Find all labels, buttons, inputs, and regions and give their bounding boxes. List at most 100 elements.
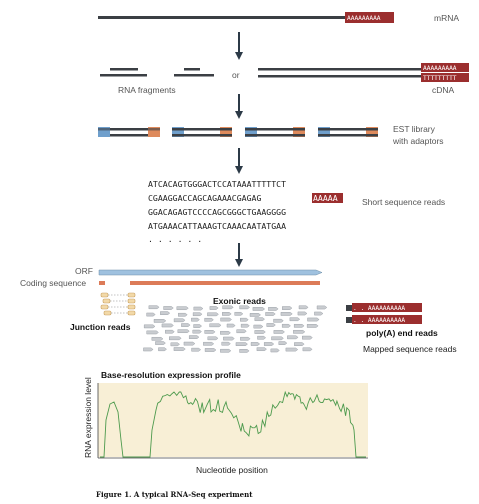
cdna-polyt-text: TTTTTTTTT — [423, 75, 457, 82]
polya-end-reads-label: poly(A) end reads — [366, 328, 438, 338]
sequence-line-3: GGACAGAGTCCCCAGCGGGCTGAAGGGG — [148, 207, 286, 217]
exonic-read — [220, 331, 231, 335]
est-fragment — [172, 127, 232, 137]
exonic-read — [280, 312, 293, 316]
exonic-read — [146, 330, 159, 335]
est-adaptors-label: with adaptors — [392, 136, 444, 146]
exonic-read — [193, 306, 204, 311]
exonic-read — [254, 317, 265, 321]
exonic-read — [170, 342, 180, 347]
exonic-read — [297, 311, 308, 316]
sequence-reads: ATCACAGTGGGACTCCATAAATTTTTCT CGAAGGACCAG… — [148, 179, 445, 244]
exonic-read — [183, 341, 196, 346]
exonic-read — [207, 336, 219, 341]
est-fragment — [98, 127, 160, 137]
sequence-line-2-tail: AAAAA — [313, 193, 338, 203]
exonic-read — [236, 329, 247, 334]
exonic-read — [287, 335, 299, 340]
exonic-read — [209, 306, 219, 310]
polya-read-text: . . AAAAAAAAAA — [353, 305, 405, 312]
exonic-read — [173, 318, 186, 323]
junction-reads — [100, 292, 136, 316]
exonic-read — [176, 306, 189, 310]
short-reads-label: Short sequence reads — [362, 197, 445, 207]
exonic-read — [302, 347, 313, 352]
profile-line — [100, 390, 366, 458]
exonic-read — [191, 317, 200, 322]
exonic-read — [143, 347, 154, 352]
figure-caption: Figure 1. A typical RNA-Seq experiment — [96, 490, 253, 499]
exonic-read — [252, 307, 265, 311]
exonic-read — [158, 347, 167, 352]
cdna-label: cDNA — [432, 85, 455, 95]
exonic-read — [239, 349, 250, 353]
coding-sequence-label: Coding sequence — [20, 278, 86, 288]
exonic-read — [220, 317, 232, 322]
est-library-row: EST library with adaptors — [98, 124, 444, 146]
exonic-read — [264, 342, 275, 346]
exonic-read — [146, 312, 156, 317]
coding-segment — [130, 281, 320, 285]
exonic-read — [281, 324, 291, 328]
profile-y-label: RNA expression level — [83, 377, 93, 458]
exonic-read — [285, 347, 299, 352]
cdna-polya-text: AAAAAAAAA — [423, 65, 457, 72]
mapped-reads-label: Mapped sequence reads — [363, 344, 457, 354]
sequence-ellipsis: . . . . . . — [148, 234, 202, 244]
coding-segment — [99, 281, 105, 285]
mrna-strand — [98, 16, 346, 19]
mrna-label: mRNA — [434, 13, 459, 23]
exonic-read — [204, 348, 217, 352]
exonic-read — [307, 317, 320, 322]
exonic-read — [316, 305, 328, 310]
cdna-strand-bottom — [258, 75, 423, 78]
polya-read-text: . . AAAAAAAAAA — [353, 317, 405, 324]
mrna-row: AAAAAAAAA mRNA — [98, 12, 459, 23]
sequence-line-1: ATCACAGTGGGACTCCATAAATTTTTCT — [148, 179, 286, 189]
exonic-read — [220, 348, 232, 353]
exonic-read — [239, 305, 250, 310]
exonic-read — [266, 323, 276, 327]
exonic-read — [192, 329, 202, 334]
orf-arrow — [98, 269, 323, 276]
mrna-polya-text: AAAAAAAAA — [347, 15, 381, 22]
exonic-read — [278, 341, 288, 345]
exonic-read — [273, 330, 285, 334]
exonic-read — [160, 311, 171, 315]
exonic-read — [188, 335, 200, 339]
exonic-read — [177, 329, 190, 333]
sequence-polya-highlight — [312, 193, 343, 203]
est-library-label: EST library — [393, 124, 436, 134]
exonic-read — [165, 329, 175, 334]
exonic-read — [254, 330, 266, 334]
exonic-read — [234, 312, 244, 316]
exonic-read — [221, 341, 231, 346]
fragment — [100, 74, 147, 77]
exonic-read — [192, 312, 203, 317]
fragment — [184, 68, 200, 71]
exonic-read — [250, 342, 261, 346]
exonic-read — [240, 323, 250, 328]
exonic-read — [181, 323, 191, 327]
exonic-read — [256, 347, 267, 351]
est-fragment — [245, 127, 305, 137]
exonic-read — [151, 337, 164, 341]
exonic-read — [270, 348, 280, 353]
profile-background — [98, 383, 368, 457]
exonic-read — [193, 324, 202, 328]
exonic-read — [178, 312, 188, 317]
exonic-read — [207, 312, 219, 317]
cdna-polya-tail — [421, 63, 469, 72]
expression-profile: Base-resolution expression profile RNA e… — [83, 370, 368, 475]
exonic-read — [240, 336, 251, 341]
exonic-read — [169, 336, 182, 341]
est-fragment — [318, 127, 378, 137]
exonic-read — [268, 307, 279, 311]
exonic-read — [273, 318, 284, 323]
cdna-strand-top — [258, 68, 423, 71]
or-label: or — [232, 70, 240, 80]
exonic-read — [203, 341, 215, 346]
exonic-read — [289, 317, 301, 322]
exonic-read — [293, 330, 306, 334]
